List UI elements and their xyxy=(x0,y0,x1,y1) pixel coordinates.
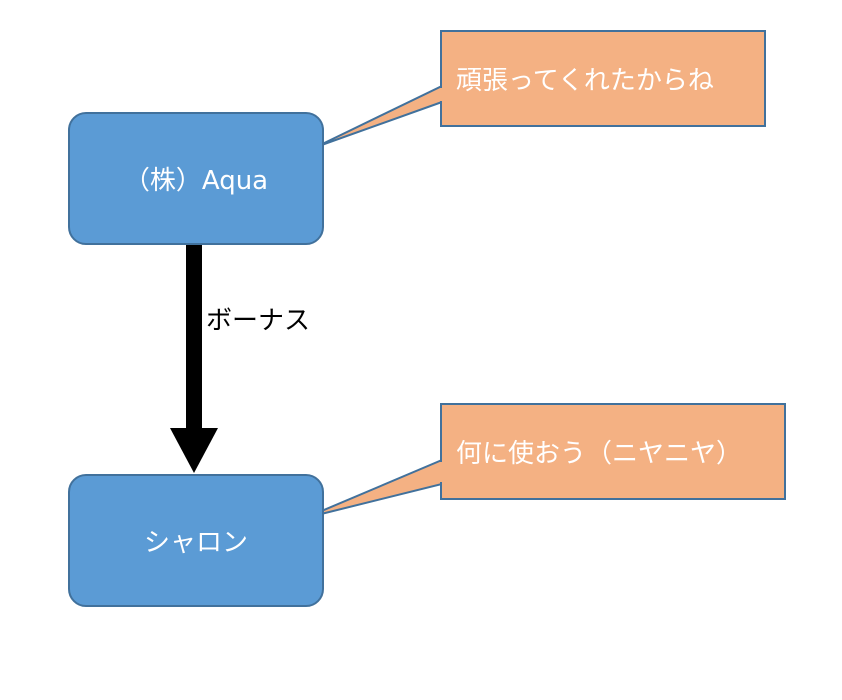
bonus-arrow-head xyxy=(170,428,218,473)
callout-company: 頑張ってくれたからね xyxy=(440,30,766,127)
bonus-arrow-shaft xyxy=(186,245,202,428)
node-sharon-label: シャロン xyxy=(143,528,248,558)
callout-company-seam xyxy=(440,88,444,101)
callout-sharon: 何に使おう（ニヤニヤ） xyxy=(440,403,786,500)
node-company-label: （株）Aqua xyxy=(123,166,269,196)
edge-bonus-label-text: ボーナス xyxy=(206,306,311,336)
callout-sharon-tail xyxy=(304,458,443,519)
edge-bonus-label: ボーナス xyxy=(206,300,310,337)
node-sharon: シャロン xyxy=(68,474,324,607)
callout-sharon-text: 何に使おう（ニヤニヤ） xyxy=(456,439,743,469)
node-company: （株）Aqua xyxy=(68,112,324,245)
callout-company-text: 頑張ってくれたからね xyxy=(456,66,714,96)
callout-company-tail xyxy=(315,84,443,148)
callout-sharon-seam xyxy=(440,462,444,482)
